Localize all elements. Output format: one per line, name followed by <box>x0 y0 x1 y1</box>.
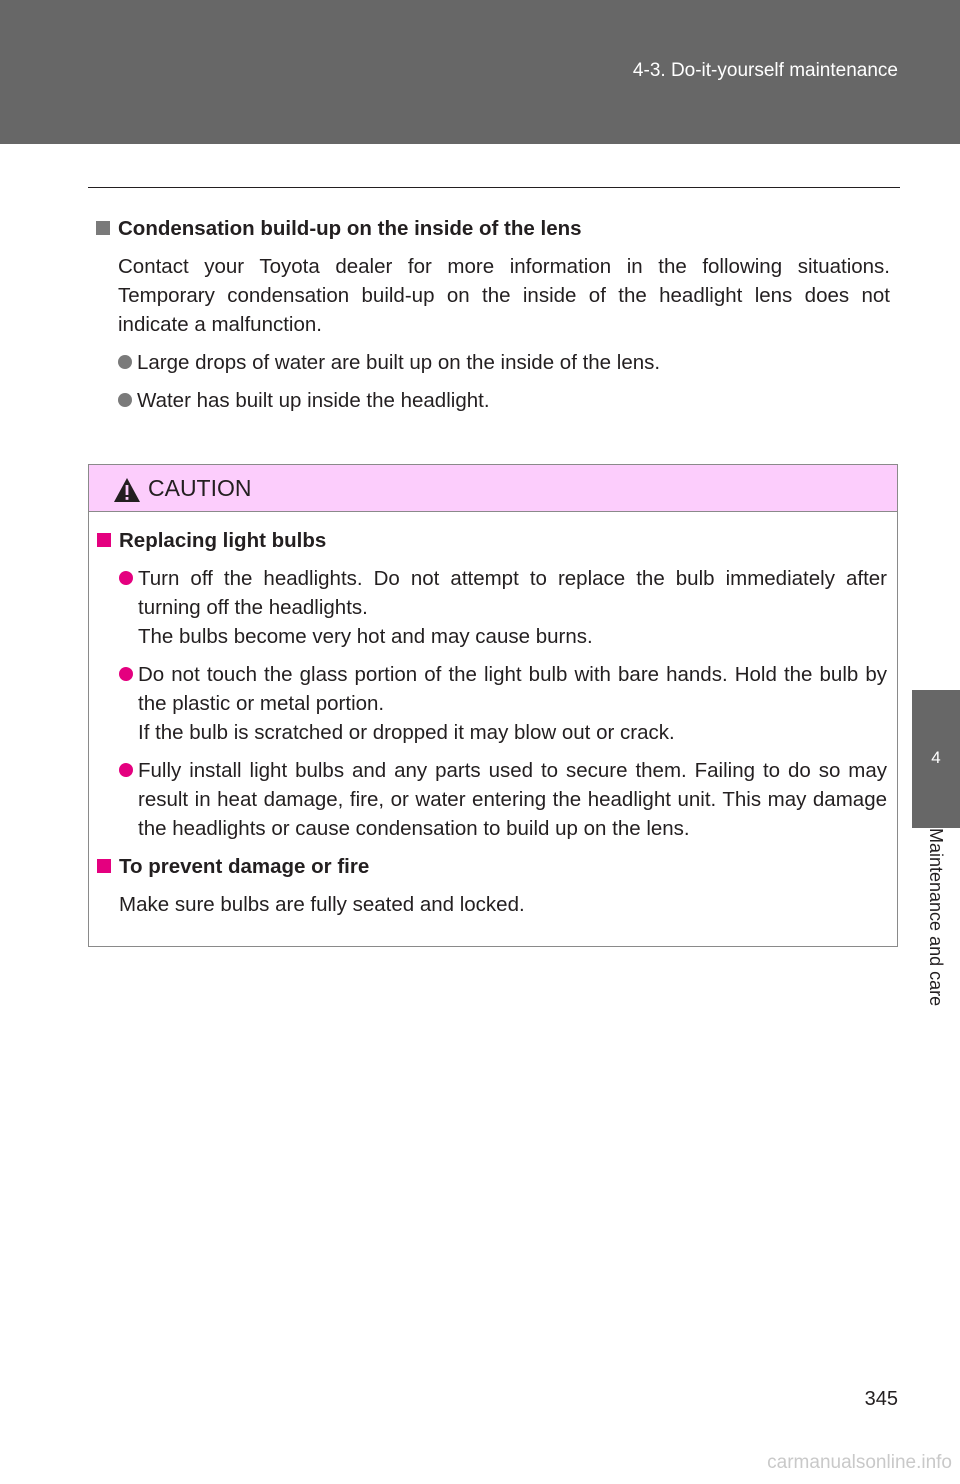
square-bullet-icon <box>97 533 111 547</box>
section-heading: Condensation build-up on the inside of t… <box>96 214 890 243</box>
list-item-text: Large drops of water are built up on the… <box>137 351 661 374</box>
caution-heading-bulbs: Replacing light bulbs <box>97 526 887 555</box>
caution-header: CAUTION <box>89 465 897 512</box>
caution-item-text: Do not touch the glass portion of the li… <box>138 663 887 715</box>
round-bullet-icon <box>118 355 132 369</box>
caution-box: CAUTION Replacing light bulbs Turn off t… <box>88 464 898 947</box>
list-item: Large drops of water are built up on the… <box>118 348 890 377</box>
chapter-tab: 4 <box>912 690 960 828</box>
warning-triangle-icon <box>114 478 140 502</box>
list-item: Water has built up inside the headlight. <box>118 386 890 415</box>
caution-body: Replacing light bulbs Turn off the headl… <box>97 526 887 928</box>
page-number: 345 <box>864 1388 898 1410</box>
caution-paragraph: Make sure bulbs are fully seated and loc… <box>119 893 525 916</box>
round-bullet-icon <box>119 763 133 777</box>
caution-item-note: If the bulb is scratched or dropped it m… <box>138 721 675 744</box>
caution-list-item: Fully install light bulbs and any parts … <box>119 756 887 843</box>
chapter-label: Maintenance and care <box>926 828 946 1007</box>
watermark: carmanualsonline.info <box>767 1452 952 1473</box>
chapter-label-container: Maintenance and care <box>912 828 960 1028</box>
round-bullet-icon <box>118 393 132 407</box>
caution-list-item: Do not touch the glass portion of the li… <box>119 660 887 747</box>
caution-heading-fire: To prevent damage or fire <box>97 852 887 881</box>
page-header: 4-3. Do-it-yourself maintenance <box>0 0 960 144</box>
round-bullet-icon <box>119 571 133 585</box>
square-bullet-icon <box>97 859 111 873</box>
section-heading-text: Condensation build-up on the inside of t… <box>118 217 582 240</box>
caution-list-item: Turn off the headlights. Do not attempt … <box>119 564 887 651</box>
caution-item-note: The bulbs become very hot and may cause … <box>138 625 593 648</box>
condensation-section: Condensation build-up on the inside of t… <box>96 214 890 424</box>
header-title: 4-3. Do-it-yourself maintenance <box>632 60 898 81</box>
caution-item-text: Fully install light bulbs and any parts … <box>138 759 887 840</box>
section-paragraph: Contact your Toyota dealer for more info… <box>118 255 890 336</box>
divider <box>88 187 900 188</box>
square-bullet-icon <box>96 221 110 235</box>
caution-heading-text: To prevent damage or fire <box>119 855 370 878</box>
chapter-number: 4 <box>931 748 941 767</box>
caution-item-text: Turn off the headlights. Do not attempt … <box>138 567 887 619</box>
list-item-text: Water has built up inside the headlight. <box>137 389 490 412</box>
round-bullet-icon <box>119 667 133 681</box>
caution-title: CAUTION <box>148 475 252 501</box>
caution-heading-text: Replacing light bulbs <box>119 529 327 552</box>
